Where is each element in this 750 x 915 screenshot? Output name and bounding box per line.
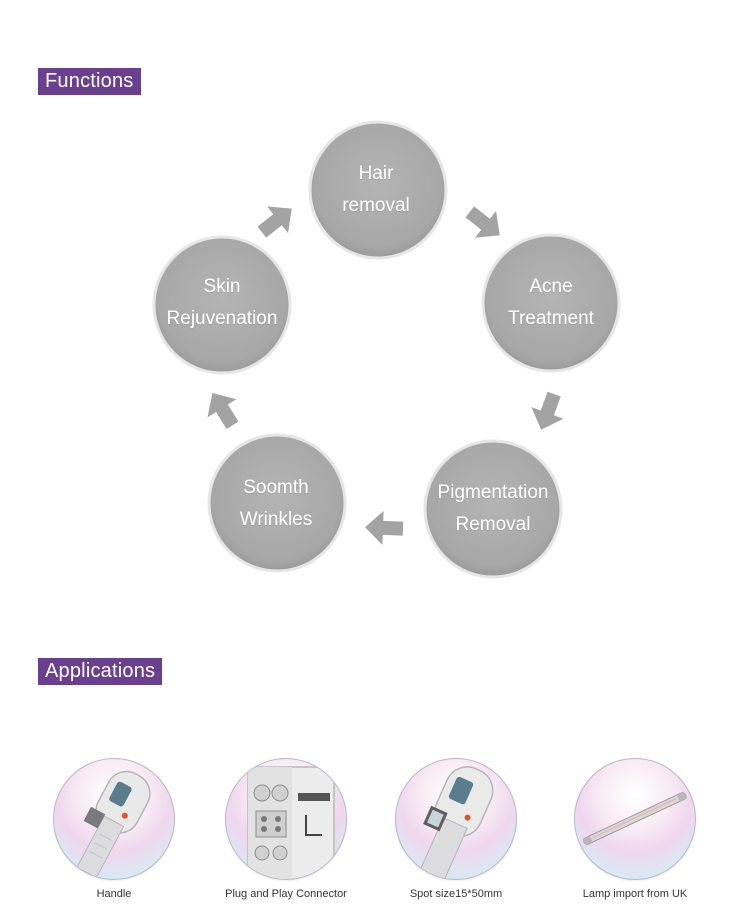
node-pigmentation-removal [423,439,563,579]
arrow-icon [465,206,500,238]
application-image [225,758,347,880]
arrow-icon [207,393,239,429]
application-item-lamp: Lamp import from UK [550,758,720,900]
arrow-icon [257,206,292,238]
application-item-handle: Handle [29,758,199,900]
applications-heading: Applications [38,658,163,685]
node-soomth-wrinkles [207,433,347,573]
connector-icon [247,766,335,879]
application-item-spot-size: Spot size15*50mm [371,758,541,900]
handle-icon [76,770,151,879]
node-skin-rejuvenation [152,235,292,375]
application-image [395,758,517,880]
application-caption: Plug and Play Connector [225,888,347,900]
arrow-icon [365,510,404,545]
application-caption: Handle [96,888,132,900]
functions-cycle-diagram [152,120,621,579]
application-image [53,758,175,880]
node-acne-treatment [481,233,621,373]
application-item-connector: Plug and Play Connector [201,758,371,900]
lamp-icon [582,791,688,846]
application-image [574,758,696,880]
arrow-icon [531,391,564,430]
functions-heading: Functions [38,68,141,95]
node-hair-removal [308,120,448,260]
spot-size-icon [418,766,494,879]
application-caption: Lamp import from UK [582,888,688,900]
application-caption: Spot size15*50mm [409,888,503,900]
